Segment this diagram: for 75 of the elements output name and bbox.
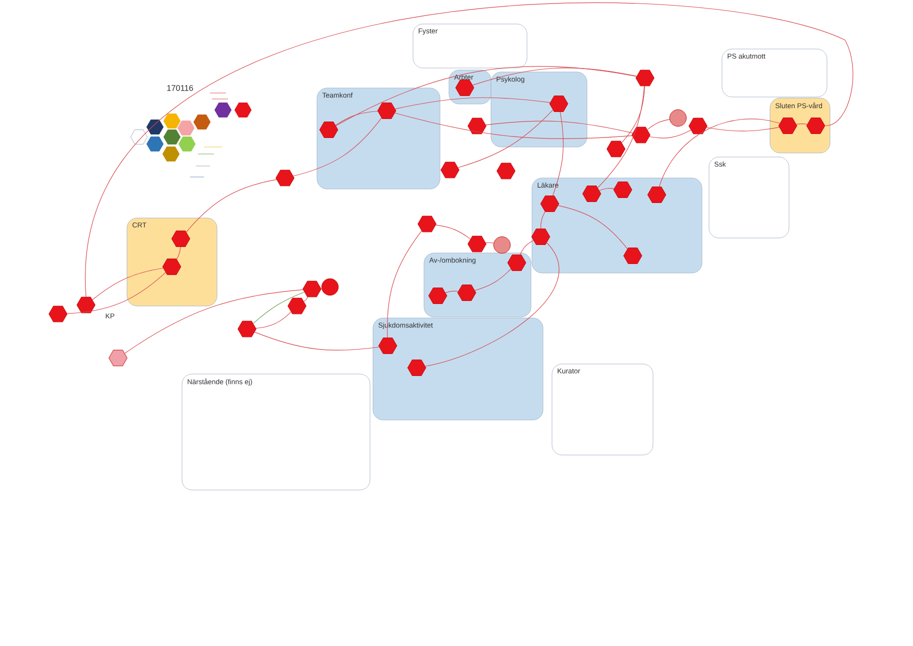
connector-line bbox=[558, 205, 628, 250]
hexagon-node bbox=[688, 118, 708, 134]
hexagon-node bbox=[48, 306, 68, 322]
hexagon-node bbox=[468, 236, 486, 252]
connector-line bbox=[394, 112, 632, 140]
hexagon-node bbox=[319, 122, 338, 138]
connector-line bbox=[335, 110, 378, 126]
connector-line bbox=[621, 86, 645, 143]
hexagon-node bbox=[806, 118, 826, 134]
connector-line bbox=[436, 224, 471, 240]
hexagon-node bbox=[288, 298, 306, 314]
connector-line bbox=[336, 66, 637, 126]
hexagon-node bbox=[407, 360, 426, 376]
hexagon-node bbox=[778, 118, 798, 134]
connector-line bbox=[706, 127, 780, 132]
connector-line bbox=[486, 120, 633, 134]
hexagon-node bbox=[238, 320, 256, 338]
hexagon-node bbox=[507, 254, 526, 271]
hexagon-node bbox=[457, 284, 476, 301]
connector-line bbox=[458, 110, 554, 168]
connector-line bbox=[647, 119, 670, 130]
hexagon-node bbox=[549, 96, 568, 112]
connector-line bbox=[552, 112, 564, 196]
hexagon-node bbox=[531, 228, 550, 245]
connector-line bbox=[659, 118, 780, 187]
hexagon-node bbox=[418, 216, 436, 232]
hexagon-node bbox=[108, 350, 128, 366]
hexagon-node bbox=[171, 230, 190, 247]
circle-node bbox=[493, 236, 511, 254]
connector-line bbox=[394, 97, 550, 110]
hexagon-node bbox=[632, 126, 650, 144]
text-label: 170116 bbox=[167, 85, 193, 91]
connector-line bbox=[425, 242, 560, 367]
hexagon-node bbox=[540, 196, 560, 212]
connector-line bbox=[256, 312, 292, 329]
circle-node bbox=[321, 278, 339, 296]
hexagon-node bbox=[647, 186, 666, 203]
hexagon-node bbox=[440, 162, 460, 178]
hexagon-node bbox=[76, 296, 96, 314]
hexagon-node bbox=[636, 70, 654, 86]
connector-line bbox=[649, 130, 692, 138]
connector-line bbox=[66, 272, 166, 314]
hexagon-node bbox=[623, 248, 642, 264]
circle-node bbox=[669, 109, 687, 127]
connector-line bbox=[540, 212, 546, 229]
hexagon-node bbox=[613, 182, 632, 198]
connector-line bbox=[293, 118, 382, 176]
hexagon-node bbox=[377, 102, 396, 119]
connector-line bbox=[386, 230, 422, 338]
connector-line bbox=[186, 179, 277, 232]
connector-line bbox=[520, 240, 534, 255]
hexagon-node bbox=[606, 140, 626, 158]
connector-line bbox=[445, 290, 458, 294]
hexagon-node bbox=[162, 258, 182, 275]
connector-line bbox=[474, 268, 512, 291]
connector-line bbox=[92, 268, 164, 300]
connector-line bbox=[252, 292, 305, 324]
connector-line bbox=[599, 188, 614, 191]
hexagon-node bbox=[582, 186, 602, 202]
connector-line bbox=[485, 242, 494, 244]
connector-line bbox=[86, 2, 854, 298]
hexagon-node bbox=[455, 80, 474, 96]
connector-line bbox=[254, 332, 380, 351]
hexagon-node bbox=[496, 162, 516, 180]
hexagon-node bbox=[428, 288, 448, 304]
hexagon-node bbox=[378, 338, 398, 354]
connector-line bbox=[796, 123, 808, 125]
hexagon-node bbox=[468, 118, 486, 134]
connector-line bbox=[176, 246, 181, 260]
connector-line bbox=[124, 289, 304, 354]
connector-line bbox=[472, 68, 637, 86]
connector-line bbox=[304, 296, 308, 302]
hexagon-node bbox=[302, 280, 322, 298]
hexagon-node bbox=[276, 170, 294, 186]
connector-line bbox=[597, 86, 645, 188]
